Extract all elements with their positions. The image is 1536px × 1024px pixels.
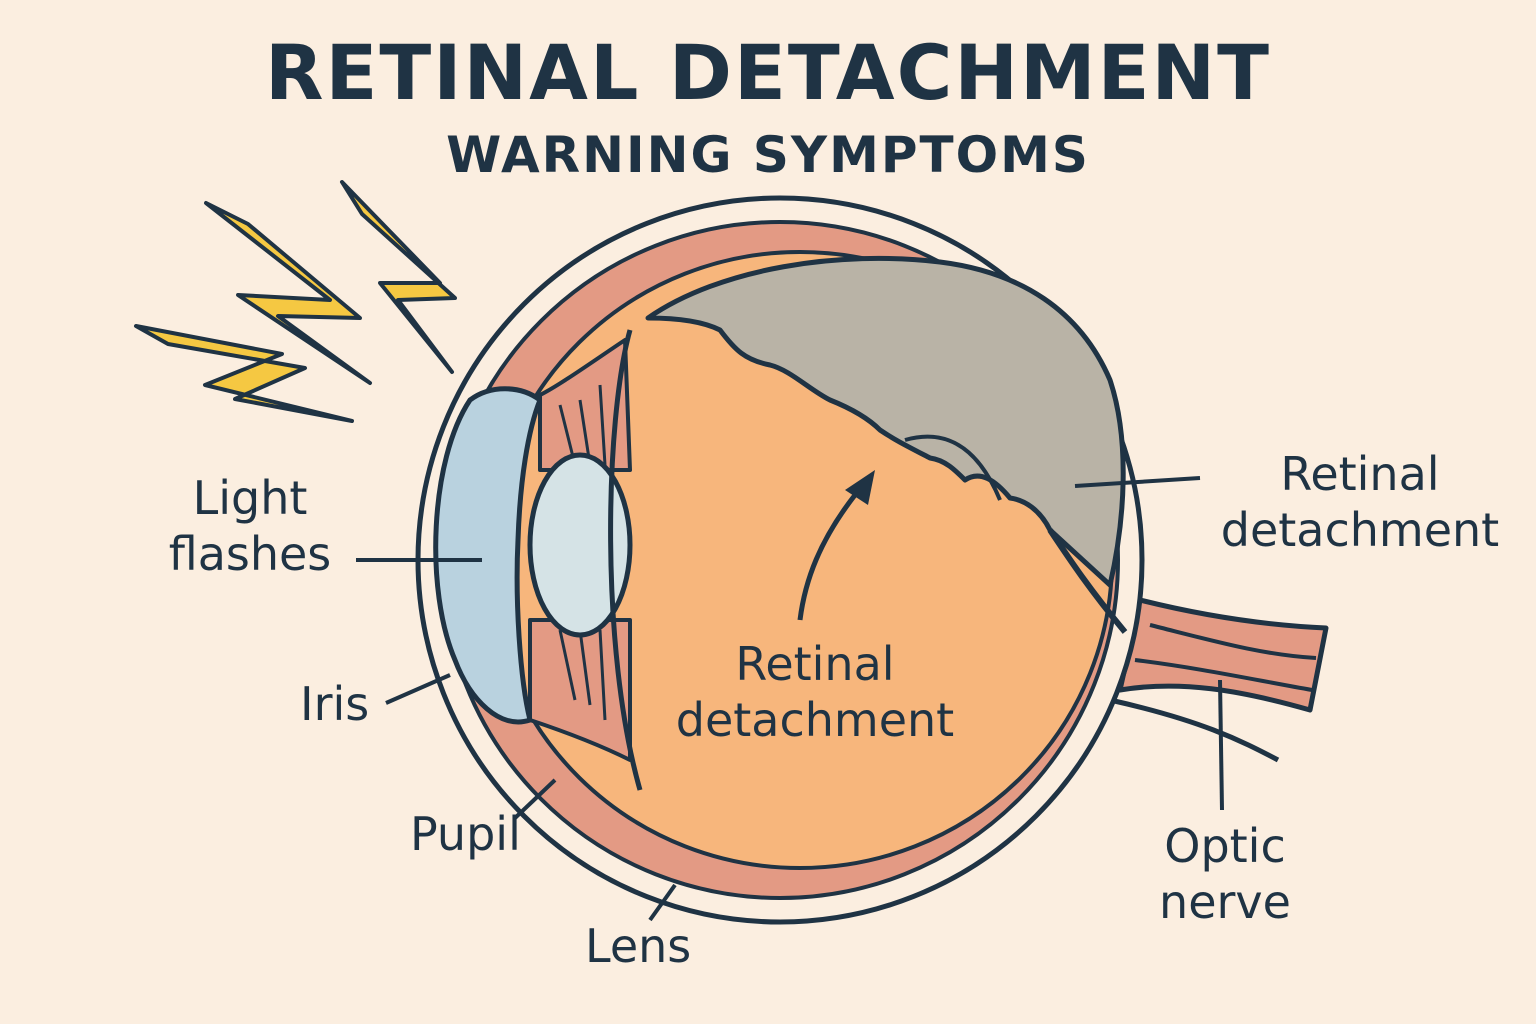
lightning-bolt-icon: [134, 324, 354, 423]
label-lens: Lens: [585, 919, 692, 973]
detached-retina-area: [645, 255, 1128, 634]
detachment-arrow: [797, 470, 875, 621]
optic-nerve: [1109, 597, 1329, 763]
lightning-bolt-icon: [204, 201, 372, 385]
label-light-flashes: Light flashes: [168, 471, 332, 581]
label-retinal-detachment-center: Retinal detachment: [675, 637, 955, 747]
label-retinal-detachment-right: Retinal detachment: [1220, 447, 1500, 557]
label-pupil: Pupil: [410, 807, 521, 861]
leader-lines: [356, 476, 1224, 922]
iris-ciliary-body: [528, 338, 632, 762]
lens: [527, 452, 633, 638]
diagram-title: RETINAL DETACHMENT: [264, 28, 1271, 117]
lightning-bolt-icon: [340, 180, 457, 374]
label-iris: Iris: [300, 677, 370, 731]
diagram-subtitle: WARNING SYMPTOMS: [446, 126, 1090, 184]
label-optic-nerve: Optic nerve: [1159, 819, 1291, 929]
